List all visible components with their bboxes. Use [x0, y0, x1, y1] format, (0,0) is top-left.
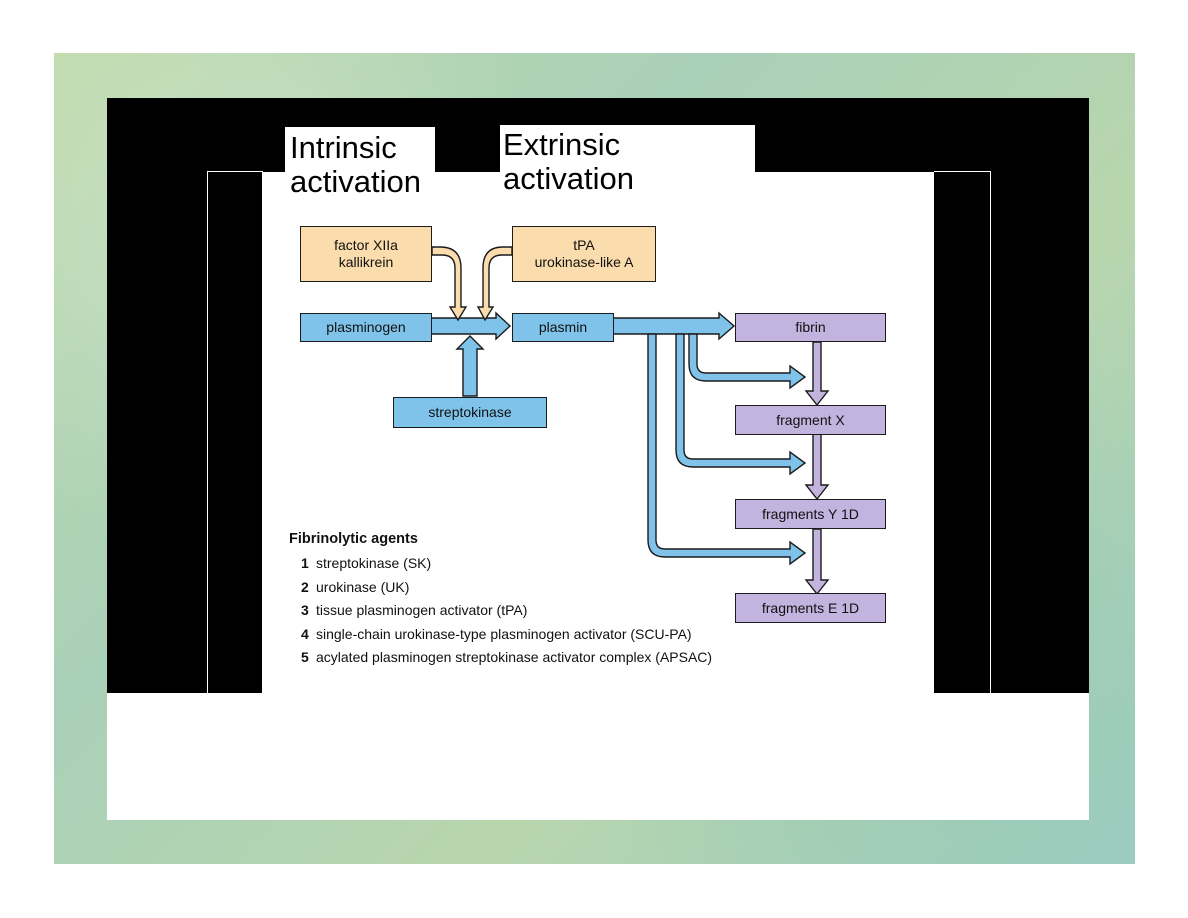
arrow-factor-to-plasminogen — [431, 246, 468, 322]
intrinsic-activation-label: Intrinsic activation — [285, 127, 435, 199]
arrow-plasminogen-to-plasmin — [430, 311, 512, 341]
node-plasminogen-label: plasminogen — [326, 319, 406, 335]
legend-item-number: 2 — [301, 578, 309, 595]
node-factor-line-2: kallikrein — [338, 254, 394, 270]
arrow-plasmin-branch-1 — [688, 333, 807, 390]
legend-item-number: 1 — [301, 555, 309, 571]
node-factor-line-1: factor XIIa — [334, 237, 398, 253]
node-plasmin: plasmin — [512, 313, 614, 342]
slide-bottom-blank — [107, 693, 1089, 820]
frame-line-top-right — [934, 171, 991, 172]
legend-item-number: 4 — [301, 625, 309, 642]
frame-line-right — [990, 172, 991, 693]
arrow-fragment-y-to-e — [804, 528, 830, 596]
frame-line-left — [207, 172, 208, 693]
node-plasminogen: plasminogen — [300, 313, 432, 342]
node-plasmin-label: plasmin — [538, 319, 588, 335]
legend-item-number: 5 — [301, 649, 309, 665]
legend-item: 5 acylated plasminogen streptokinase acti… — [301, 646, 712, 670]
node-streptokinase: streptokinase — [393, 397, 547, 428]
legend-item-text: streptokinase (SK) — [316, 555, 432, 571]
arrow-fragment-x-to-y — [804, 433, 830, 501]
arrow-plasmin-to-fibrin — [612, 311, 736, 341]
node-fragments-y-label: fragments Y 1D — [762, 505, 859, 522]
node-tpa-urokinase: tPA urokinase-like A — [512, 226, 656, 282]
legend-item-text: single-chain urokinase-type plasminogen … — [316, 625, 692, 642]
frame-line-top — [207, 171, 263, 172]
node-fragment-x: fragment X — [735, 405, 886, 435]
legend-item: 4 single-chain urokinase-type plasminogen… — [301, 623, 712, 647]
node-fibrin-label: fibrin — [795, 319, 826, 335]
legend-item-text: tissue plasminogen activator (tPA) — [316, 602, 528, 618]
node-fragment-x-label: fragment X — [776, 411, 845, 428]
extrinsic-activation-label: Extrinsic activation — [500, 125, 755, 217]
legend-item: 1 streptokinase (SK) — [301, 552, 712, 576]
arrow-tpa-to-plasminogen — [476, 246, 513, 322]
legend-title: Fibrinolytic agents — [289, 531, 418, 547]
legend-item: 2 urokinase (UK) — [301, 576, 712, 600]
arrow-streptokinase-up — [455, 335, 485, 397]
arrow-plasmin-branch-3 — [647, 333, 807, 566]
node-fragments-y: fragments Y 1D — [735, 499, 886, 529]
legend-item: 3 tissue plasminogen activator (tPA) — [301, 599, 712, 623]
legend-item-text: acylated plasminogen streptokinase activ… — [316, 649, 713, 665]
node-fragments-e-label: fragments E 1D — [761, 599, 860, 616]
node-fragments-e: fragments E 1D — [735, 593, 886, 623]
legend-item-text: urokinase (UK) — [316, 578, 410, 595]
node-tpa-line-2: urokinase-like A — [534, 254, 634, 270]
legend-item-number: 3 — [301, 602, 309, 618]
extrinsic-activation-text: Extrinsic activation — [503, 127, 634, 196]
node-factor-xiia-kallikrein: factor XIIa kallikrein — [300, 226, 432, 282]
node-tpa-line-1: tPA — [573, 237, 595, 253]
node-streptokinase-label: streptokinase — [428, 404, 512, 420]
intrinsic-activation-text: Intrinsic activation — [290, 130, 421, 199]
node-fibrin: fibrin — [735, 313, 886, 342]
arrow-plasmin-branch-2 — [675, 333, 807, 476]
arrow-fibrin-to-fragment-x — [804, 341, 830, 407]
